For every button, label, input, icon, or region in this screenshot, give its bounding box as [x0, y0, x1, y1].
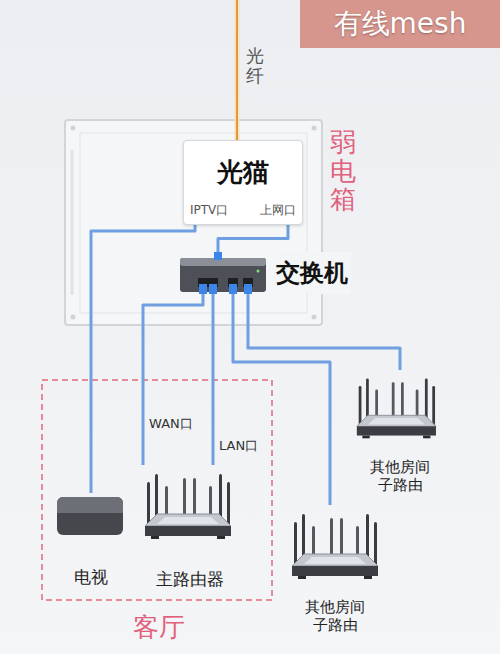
network-cable	[143, 294, 203, 465]
node-text: 其他房间 子路由	[367, 458, 433, 496]
tv-box-symbol	[57, 497, 123, 535]
room-frame	[42, 380, 272, 600]
router-node: 主路由器	[138, 465, 241, 590]
node-text: 其他房间 子路由	[302, 598, 368, 636]
cabinet-box: 弱电箱 光猫 IPTV口 上网口交换机	[65, 118, 365, 328]
router-node: 其他房间 子路由	[285, 505, 385, 635]
switch-symbol	[180, 252, 266, 294]
node-text: 弱电箱	[330, 128, 356, 214]
network-cable	[212, 294, 215, 465]
network-cable	[233, 294, 330, 505]
switch-box: 交换机	[178, 252, 363, 294]
modem-box: 光猫 IPTV口 上网口	[183, 140, 303, 225]
node-text: 电视	[52, 566, 130, 588]
node-text: IPTV口	[190, 202, 228, 219]
port-label: WAN口	[148, 416, 194, 432]
network-cable	[218, 225, 288, 252]
node-text: 光猫	[184, 155, 302, 190]
router-symbol	[357, 379, 436, 439]
fiber-cable	[236, 0, 238, 140]
network-cable	[248, 294, 400, 370]
cabinet-frame	[65, 120, 322, 325]
node-text: 主路由器	[138, 568, 241, 590]
port-label: LAN口	[218, 438, 259, 454]
diagram-title: 有线mesh	[300, 0, 500, 48]
fiber-halo	[235, 0, 240, 140]
router-symbol	[145, 474, 231, 539]
node-text: 上网口	[260, 202, 296, 219]
tv-node: 电视	[52, 493, 130, 588]
fiber-label: 光纤	[246, 46, 264, 86]
router-symbol	[292, 514, 378, 579]
router-node: 其他房间 子路由	[350, 370, 450, 495]
node-text: 客厅	[42, 611, 275, 645]
node-text: 交换机	[273, 252, 351, 294]
